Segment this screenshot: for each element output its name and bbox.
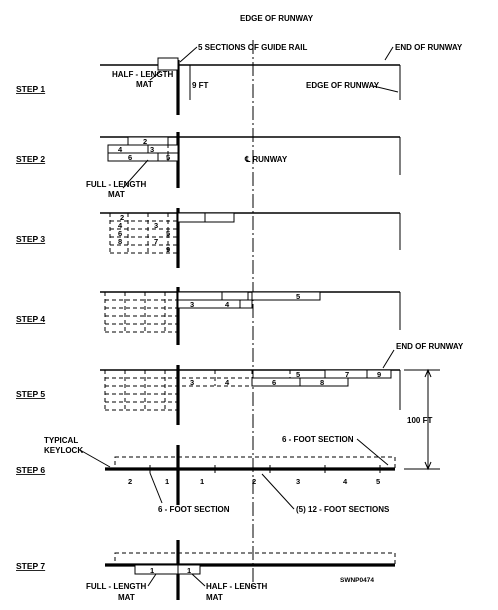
- six-foot-section-bottom-leader: [149, 472, 163, 504]
- half-length-mat-label-b: MAT: [136, 80, 153, 89]
- guide-rail-leader: [179, 46, 198, 63]
- step4-num-3: 3: [190, 300, 194, 309]
- full-length-mat-label-b: MAT: [108, 190, 125, 199]
- typical-keylock-leader: [79, 449, 111, 468]
- step3-num-2: 2: [120, 213, 124, 222]
- step7-full-length-label-b: MAT: [118, 593, 135, 602]
- step1-half-length-mat: [157, 57, 179, 71]
- step3-num-7: 7: [154, 237, 158, 246]
- step3-num-5: 5: [166, 229, 170, 238]
- runway-centerline-label: ℄ RUNWAY: [244, 155, 288, 164]
- typical-keylock-label-b: KEYLOCK: [44, 446, 83, 455]
- step6-num-2b: 2: [252, 477, 256, 486]
- step2-num-3: 3: [150, 145, 154, 154]
- drawing-id: SWNP0474: [340, 577, 374, 584]
- top-edge-of-runway-label: EDGE OF RUNWAY: [240, 14, 314, 23]
- twelve-foot-sections-label: (5) 12 - FOOT SECTIONS: [296, 505, 390, 514]
- step6-mat-outline: [114, 456, 396, 469]
- step7-full-length-label-a: FULL - LENGTH: [86, 582, 147, 591]
- step-4-label: STEP 4: [16, 314, 45, 324]
- end-of-runway-callout-5: END OF RUNWAY: [396, 342, 464, 351]
- full-length-mat-label-a: FULL - LENGTH: [86, 180, 147, 189]
- step7-half-length-leader: [191, 573, 206, 587]
- hundred-ft-arrows: [424, 368, 432, 471]
- step2-num-6: 6: [128, 153, 132, 162]
- step7-half-length-label-b: MAT: [206, 593, 223, 602]
- edge-of-runway-callout-2: EDGE OF RUNWAY: [306, 81, 380, 90]
- step-5-label: STEP 5: [16, 389, 45, 399]
- step5-num-5: 5: [296, 370, 300, 379]
- step6-num-1a: 1: [165, 477, 169, 486]
- six-foot-section-bottom: 6 - FOOT SECTION: [158, 505, 230, 514]
- step5-num-6: 6: [272, 378, 276, 387]
- hundred-ft-label: 100 FT: [407, 416, 432, 425]
- nine-ft-label: 9 FT: [192, 81, 209, 90]
- step3-new-mat: [177, 212, 235, 223]
- step7-mat-outline: [114, 552, 396, 565]
- step-6-label: STEP 6: [16, 465, 45, 475]
- end-of-runway-leader-5: [382, 349, 395, 369]
- step6-num-2a: 2: [128, 477, 132, 486]
- step4-mat-b: [177, 299, 253, 309]
- step4-mat-5: [251, 291, 321, 301]
- step2-num-5: 5: [166, 153, 170, 162]
- step7-full-length-leader: [147, 573, 157, 587]
- step4-num-4: 4: [225, 300, 230, 309]
- step3-num-8: 8: [118, 237, 122, 246]
- step5-num-4: 4: [225, 378, 230, 387]
- step5-num-9: 9: [377, 370, 381, 379]
- step2-mat-4: [107, 144, 149, 154]
- step5-previous-mats: [104, 369, 360, 411]
- step7-num-1b: 1: [187, 566, 191, 575]
- guide-rail-callout: 5 SECTIONS OF GUIDE RAIL: [198, 43, 307, 52]
- step2-num-4: 4: [118, 145, 123, 154]
- edge-of-runway-leader-2: [372, 85, 399, 93]
- six-foot-section-right-leader: [356, 438, 389, 466]
- step6-num-1b: 1: [200, 477, 204, 486]
- step2-mat-6: [107, 152, 159, 162]
- step6-num-3: 3: [296, 477, 300, 486]
- step5-mat-8: [299, 377, 349, 387]
- step2-mat-2: [127, 136, 169, 146]
- step4-num-5: 5: [296, 292, 300, 301]
- half-length-mat-leader: [149, 71, 161, 81]
- step7-half-length-mat: [177, 564, 201, 575]
- step5-num-8: 8: [320, 378, 324, 387]
- step3-num-3: 3: [154, 221, 158, 230]
- step3-num-6: 6: [118, 229, 122, 238]
- six-foot-section-right: 6 - FOOT SECTION: [282, 435, 354, 444]
- step3-num-4: 4: [118, 221, 123, 230]
- end-of-runway-leader-1: [384, 46, 394, 61]
- full-length-mat-leader: [122, 159, 149, 189]
- step3-num-9: 9: [166, 245, 170, 254]
- step-1-label: STEP 1: [16, 84, 45, 94]
- step-2-label: STEP 2: [16, 154, 45, 164]
- step5-num-3: 3: [190, 378, 194, 387]
- typical-keylock-label-a: TYPICAL: [44, 436, 78, 445]
- step6-num-5: 5: [376, 477, 380, 486]
- step4-previous-mats: [104, 291, 178, 333]
- step7-half-length-label-a: HALF - LENGTH: [206, 582, 268, 591]
- step6-num-4: 4: [343, 477, 348, 486]
- step7-num-1a: 1: [150, 566, 154, 575]
- step7-full-length-mat: [134, 564, 179, 575]
- step6-rail-joints: [149, 465, 381, 473]
- step-7-label: STEP 7: [16, 561, 45, 571]
- twelve-foot-sections-leader: [261, 473, 295, 510]
- step4-mat-a: [177, 291, 249, 301]
- step2-num-2: 2: [143, 137, 147, 146]
- step5-mat-9: [366, 369, 392, 379]
- half-length-mat-label-a: HALF - LENGTH: [112, 70, 174, 79]
- step5-num-7: 7: [345, 370, 349, 379]
- step-3-label: STEP 3: [16, 234, 45, 244]
- end-of-runway-callout-1: END OF RUNWAY: [395, 43, 463, 52]
